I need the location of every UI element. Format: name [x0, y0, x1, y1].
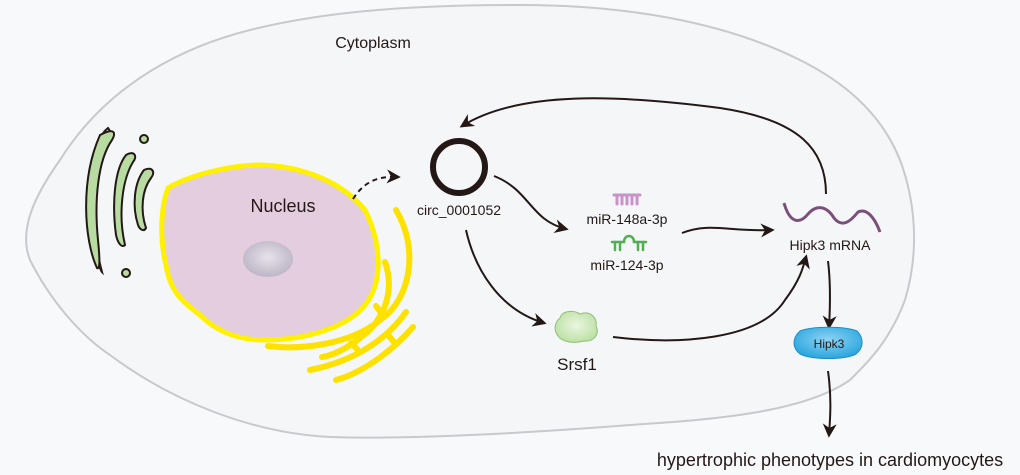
mirna-148a-icon [612, 193, 642, 206]
srsf1-icon [554, 310, 598, 343]
cell-membrane [25, 3, 916, 439]
circ-to-srsf1-arrow [465, 229, 547, 327]
srsf1-label: Srsf1 [557, 355, 597, 374]
golgi-apparatus [85, 126, 155, 278]
mrna-icon [782, 202, 882, 233]
golgi-cisterna [133, 167, 155, 232]
mirna-124-icon [610, 234, 648, 252]
cytoplasm-label: Cytoplasm [335, 35, 411, 52]
outcome-arrow [822, 370, 837, 438]
circrna-label: circ_0001052 [417, 202, 501, 218]
mirna-148a-label: miR-148a-3p [587, 211, 668, 227]
export-arrow [352, 169, 401, 200]
hipk3-label: Hipk3 [814, 337, 845, 351]
outcome-label: hypertrophic phenotypes in cardiomyocyte… [657, 450, 1003, 470]
mirna-124-label: miR-124-3p [590, 257, 663, 273]
mrna-label: Hipk3 mRNA [790, 237, 872, 253]
nucleus-label: Nucleus [250, 196, 315, 216]
hipk3-protein-icon [793, 326, 863, 359]
circrna-icon [430, 138, 488, 196]
feedback-arrow [459, 97, 827, 195]
golgi-vesicle [139, 134, 149, 144]
translation-arrow [822, 260, 837, 330]
golgi-cisterna [113, 152, 137, 247]
mirna-to-mrna-arrow [681, 223, 775, 238]
sponge-arrow [493, 175, 569, 234]
golgi-cisterna [85, 130, 115, 270]
endoplasmic-reticulum [265, 207, 416, 383]
srsf1-to-mrna-arrow [612, 254, 810, 342]
golgi-vesicle [121, 268, 131, 278]
nucleolus [243, 241, 293, 277]
